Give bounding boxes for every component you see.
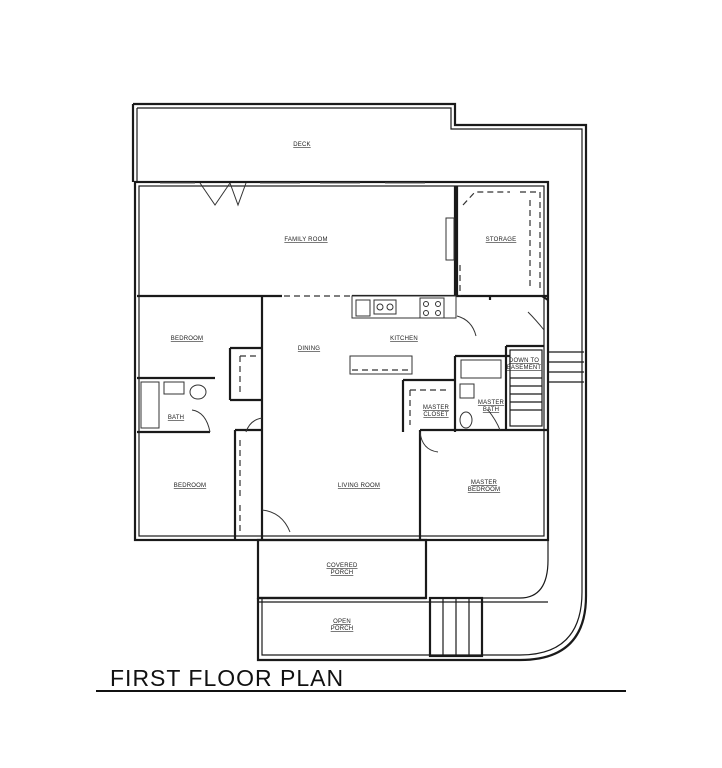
label-bedroom-2: BEDROOM <box>174 483 206 489</box>
french-doors <box>199 182 247 207</box>
door-swings <box>191 311 545 533</box>
basement-stairs <box>509 349 584 427</box>
label-deck: DECK <box>293 142 310 148</box>
label-covered-porch-1: COVERED <box>326 563 358 569</box>
label-master-bath-2: BATH <box>483 407 499 413</box>
label-master-closet-1: MASTER <box>423 405 450 411</box>
label-open-porch-2: PORCH <box>331 626 354 632</box>
label-basement: BASEMENT <box>507 365 542 371</box>
label-master-bath-1: MASTER <box>478 400 505 406</box>
north-windows <box>152 181 425 184</box>
kitchen-appliances <box>355 297 445 319</box>
label-down-to: DOWN TO <box>509 358 539 364</box>
storage-shelves <box>445 191 541 296</box>
label-family-room: FAMILY ROOM <box>284 237 327 243</box>
bath-fixtures <box>140 359 502 429</box>
label-storage: STORAGE <box>486 237 517 243</box>
label-living-room: LIVING ROOM <box>338 483 380 489</box>
label-bath: BATH <box>168 415 184 421</box>
label-bedroom-1: BEDROOM <box>171 336 203 342</box>
label-covered-porch-2: PORCH <box>331 570 354 576</box>
room-labels: DECK FAMILY ROOM STORAGE BEDROOM DINING … <box>168 142 542 632</box>
label-dining: DINING <box>298 346 320 352</box>
porches <box>256 538 549 658</box>
plan-title: FIRST FLOOR PLAN <box>110 665 345 691</box>
label-master-bedroom-2: BEDROOM <box>468 487 500 493</box>
deck-outline <box>131 102 588 662</box>
label-kitchen: KITCHEN <box>390 336 418 342</box>
master-closet-shelves <box>409 389 450 425</box>
bedroom-closets <box>239 355 256 535</box>
label-master-bedroom-1: MASTER <box>471 480 498 486</box>
title-underline <box>96 690 626 692</box>
label-open-porch-1: OPEN <box>333 619 351 625</box>
label-master-closet-2: CLOSET <box>423 412 448 418</box>
